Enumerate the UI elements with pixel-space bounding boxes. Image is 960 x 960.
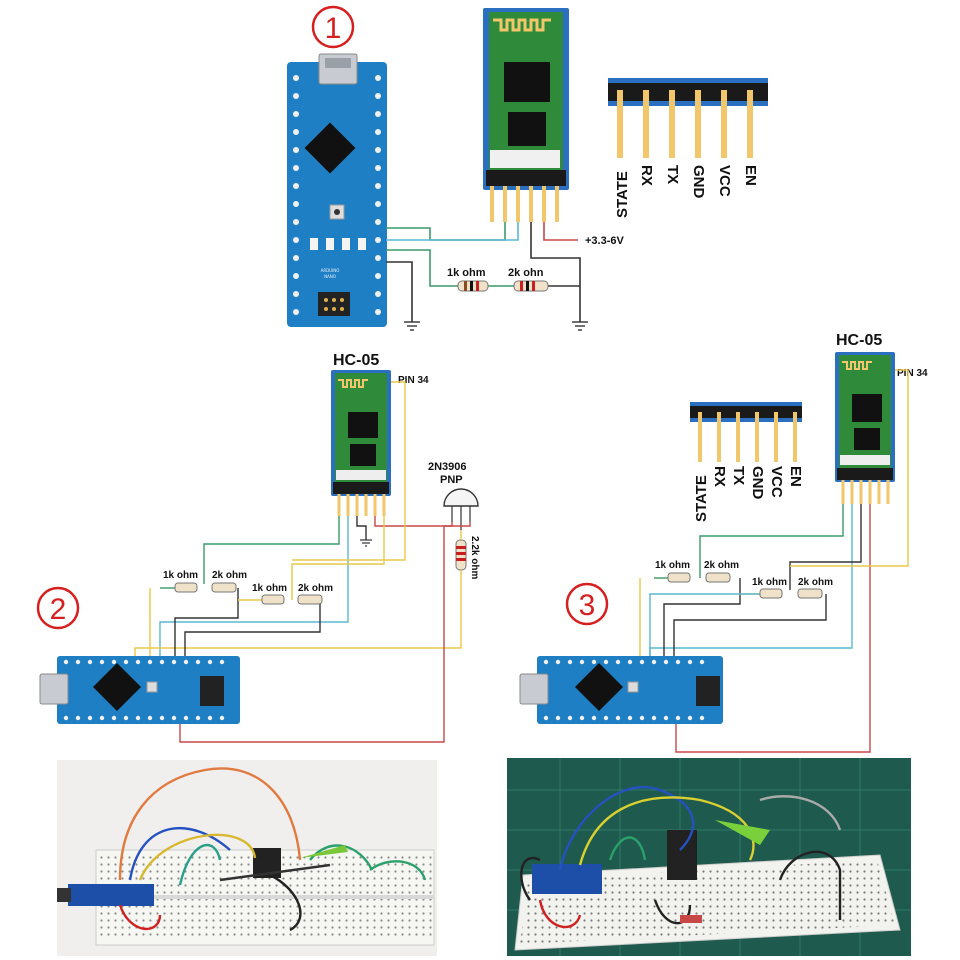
hc05-module-1 [483,8,569,222]
module-title-2: HC-05 [333,352,379,369]
arduino-nano-board-2 [39,656,240,724]
board-model-1: NANO [324,274,336,279]
pin-header-housing [486,170,566,186]
step-2-number: 2 [50,593,67,626]
resistors-2 [174,582,323,605]
module-pins-1 [490,186,559,222]
resistor-label-base: 2.2k ohm [469,536,480,579]
ground-symbol-1b [572,321,588,331]
transistor-type-2: PNP [440,474,463,486]
pin-label-rx: RX [638,165,655,186]
ground-symbol-2 [360,539,372,547]
nano-in-photo-3 [532,864,602,894]
pnp-transistor-2 [443,488,479,507]
diagram-1: 1 [287,5,768,331]
flash-chip [508,112,546,146]
supply-label: +3.3-6V [585,235,624,247]
pin-label-state-3: STATE [693,475,710,522]
pin-label-en: EN [742,165,759,186]
ground-symbol-1a [404,321,420,331]
pin-header-3: STATE RX TX GND VCC EN [690,402,804,522]
pin-label-rx-3: RX [711,466,728,487]
arduino-nano-board-1: ARDUINO NANO [287,53,387,327]
diagram-3: 3 HC-05 PIN 34 [519,332,928,753]
hc05-module-3 [835,352,895,504]
step-1-badge: 1 [311,5,355,49]
resistor-label-2c: 1k ohm [252,583,287,594]
icsp-header [318,292,350,316]
step-3-number: 3 [579,589,596,622]
resistor-label-3d: 2k ohm [798,577,833,588]
resistor-2-2k-base [455,539,467,571]
pin-label-vcc: VCC [716,165,733,197]
resistor-label-3a: 1k ohm [655,560,690,571]
resistor-label-3b: 2k ohm [704,560,739,571]
nano-in-photo-2 [68,884,154,906]
pin-label-state: STATE [614,171,631,218]
breadboard-photo-3 [507,758,911,956]
step-1-number: 1 [325,12,342,45]
pin-label-tx-3: TX [730,466,747,485]
resistor-label-2a: 1k ohm [163,570,198,581]
step-3-badge: 3 [565,582,609,626]
pin-label-gnd-3: GND [749,466,766,500]
step-2-badge: 2 [36,586,80,630]
arduino-nano-board-3 [519,656,723,724]
transistor-part-2: 2N3906 [428,461,467,473]
pin-label-gnd: GND [690,165,707,199]
pin-label-vcc-3: VCC [768,466,785,498]
resistor-label-2d: 2k ohm [298,583,333,594]
breadboard-photo-2 [57,760,437,956]
pin-label-tx: TX [664,165,681,184]
module-title-3: HC-05 [836,332,882,349]
hc05-module-2 [331,370,391,516]
board-label-1: ARDUINO [321,268,340,273]
resistor-2k-1 [513,280,549,292]
resistor-label-2k-1: 2k ohn [508,267,544,279]
resistor-label-2b: 2k ohm [212,570,247,581]
diagram-2: 2 HC-05 PIN 34 2N3906 PNP [36,352,480,743]
hc05-in-photo-3 [667,830,697,880]
pin-note-3: PIN 34 [897,368,928,379]
pin-label-en-3: EN [787,466,804,487]
resistor-label-1k-1: 1k ohm [447,267,486,279]
bt-chip [504,62,550,102]
pin-header-1: STATE RX TX GND VCC EN [608,78,768,218]
board-leds [310,238,366,250]
pin-note-2: PIN 34 [398,375,429,386]
antenna-trace [493,18,551,32]
resistor-1k-1 [457,280,489,292]
wires-1 [386,222,581,322]
resistor-label-3c: 1k ohm [752,577,787,588]
resistors-3 [667,572,823,599]
wires-2 [134,381,471,743]
